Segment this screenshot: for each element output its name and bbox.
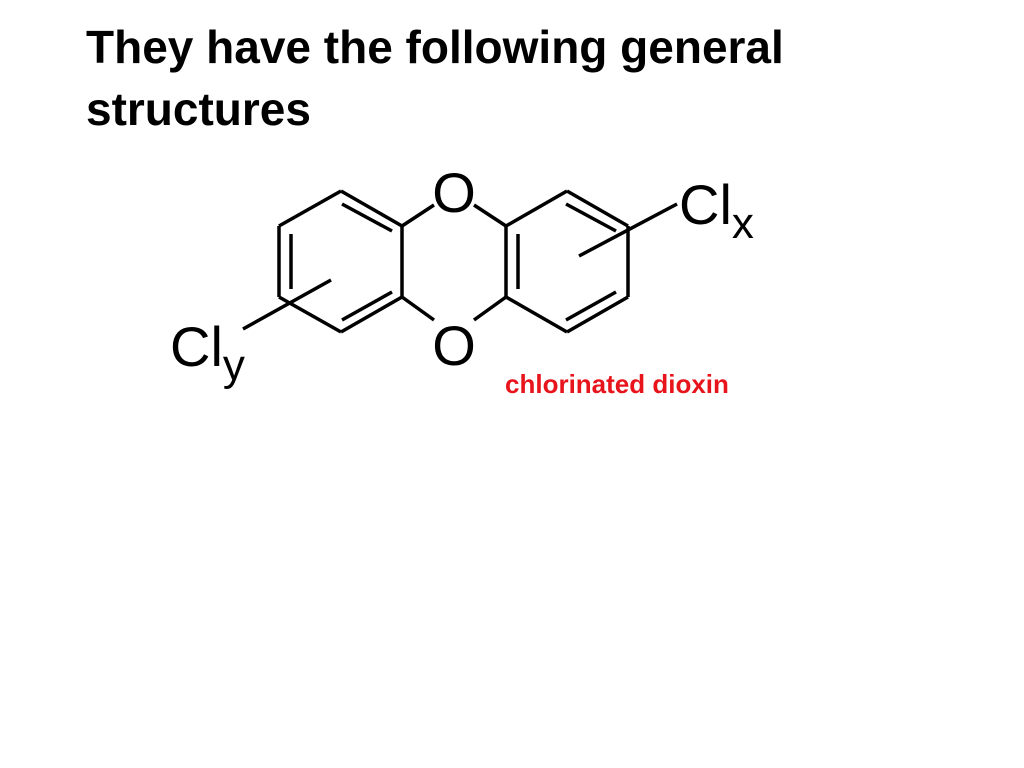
- bond-left-ring-to-bottom-oxygen: [400, 295, 436, 322]
- double-bond-right-upper: [565, 202, 617, 233]
- double-bond-right-lower: [565, 290, 617, 322]
- bond-right-ring-1: [505, 189, 568, 228]
- bond-left-ring-3: [340, 295, 403, 334]
- dioxin-central-ring: [400, 203, 508, 322]
- chlorine-left-subscript: y: [223, 341, 245, 390]
- bond-right-ring-2: [566, 189, 629, 228]
- double-bond-left-lower: [341, 290, 393, 322]
- bond-left-ring-6: [278, 189, 342, 228]
- structure-caption: chlorinated dioxin: [505, 369, 729, 399]
- oxygen-top-label: O: [432, 161, 476, 224]
- substituent-bond-left: [242, 278, 332, 331]
- bond-left-ring-1: [340, 189, 403, 228]
- slide-title: They have the following general structur…: [86, 21, 784, 135]
- chlorine-left-label: Cly: [170, 315, 245, 390]
- chlorine-right-label: Clx: [679, 173, 754, 248]
- bond-right-ring-5: [505, 295, 568, 334]
- right-benzene-ring: [504, 189, 630, 334]
- chlorine-right-subscript: x: [732, 199, 754, 248]
- chlorine-right-symbol: Cl: [679, 173, 732, 236]
- left-benzene-ring: [277, 189, 404, 334]
- bond-bottom-oxygen-to-right-ring: [472, 295, 508, 322]
- chlorine-left-symbol: Cl: [170, 315, 223, 378]
- double-bond-left-upper: [341, 202, 393, 233]
- bond-left-ring-to-top-oxygen: [401, 203, 435, 228]
- substituent-bond-right: [578, 202, 678, 258]
- oxygen-bottom-label: O: [432, 314, 476, 377]
- bond-right-ring-4: [566, 295, 629, 334]
- bond-top-oxygen-to-right-ring: [473, 203, 507, 228]
